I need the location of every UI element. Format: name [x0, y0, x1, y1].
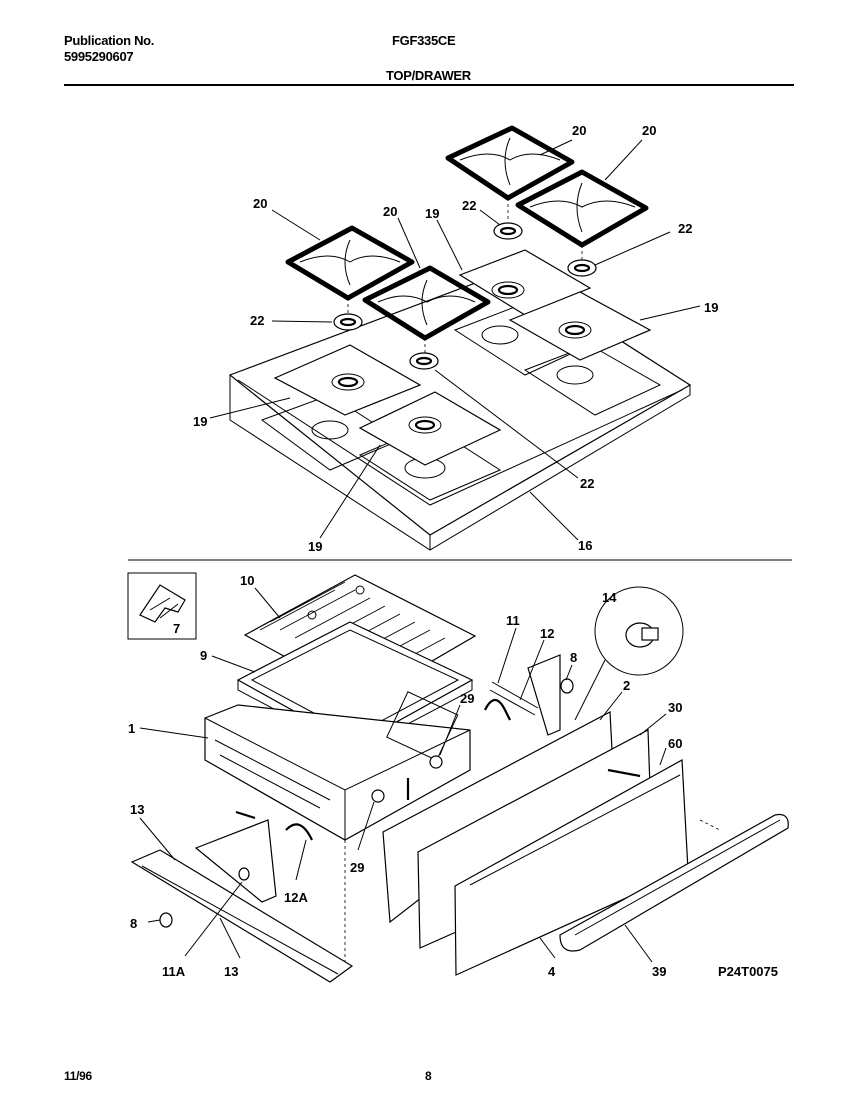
inset-box-7 [127, 572, 197, 640]
grate-20-left [285, 225, 415, 318]
callout-20: 20 [572, 123, 586, 138]
roller-11a [238, 867, 250, 881]
section-title: TOP/DRAWER [386, 68, 471, 83]
grate-20-rear-right [515, 169, 649, 260]
grate-20-front [362, 265, 491, 355]
callout-2: 2 [623, 678, 630, 693]
nut-29-a [429, 755, 443, 769]
callout-22: 22 [678, 221, 692, 236]
drawer-assembly [127, 572, 789, 983]
publication-number: 5995290607 [64, 49, 134, 64]
callout-19: 19 [308, 539, 322, 554]
callout-22: 22 [462, 198, 476, 213]
cap-22-c [493, 222, 523, 240]
callout-11a: 11A [162, 964, 186, 979]
callout-20: 20 [383, 204, 397, 219]
figure-code: P24T0075 [718, 964, 778, 979]
callout-12a: 12A [284, 890, 308, 905]
callout-19: 19 [704, 300, 718, 315]
knob-detail-14 [594, 586, 684, 676]
cap-22-d [567, 259, 597, 277]
callout-29: 29 [350, 860, 364, 875]
callout-9: 9 [200, 648, 207, 663]
drawer-body-1 [204, 704, 471, 841]
nut-8-a [560, 678, 574, 694]
nut-8-b [159, 912, 173, 928]
callout-13: 13 [130, 802, 144, 817]
callout-13: 13 [224, 964, 238, 979]
callout-1: 1 [128, 721, 135, 736]
burner-pan-19-left [273, 344, 422, 416]
callout-20: 20 [642, 123, 656, 138]
callout-14: 14 [602, 590, 617, 605]
callout-16: 16 [578, 538, 592, 553]
nut-29-b [371, 789, 385, 803]
callout-10: 10 [240, 573, 254, 588]
header-rule [64, 84, 794, 86]
bracket-right [527, 654, 561, 736]
handle-39 [559, 813, 789, 952]
publication-label: Publication No. [64, 33, 155, 48]
rail-13 [130, 849, 354, 983]
callout-11: 11 [506, 613, 520, 628]
callout-12: 12 [540, 626, 554, 641]
callout-60: 60 [668, 736, 682, 751]
callout-8: 8 [570, 650, 577, 665]
footer-date: 11/96 [64, 1069, 92, 1083]
cap-22-a [333, 313, 363, 331]
callout-22: 22 [580, 476, 594, 491]
callout-4: 4 [548, 964, 556, 979]
callout-8: 8 [130, 916, 137, 931]
model-number: FGF335CE [392, 33, 456, 48]
screw-11 [489, 681, 539, 716]
clip-12a [285, 823, 313, 841]
callout-7: 7 [173, 621, 180, 636]
callout-19: 19 [193, 414, 207, 429]
burner-pan-19-rear [458, 249, 592, 316]
cooktop-assembly [209, 125, 701, 551]
callout-29: 29 [460, 691, 474, 706]
callout-39: 39 [652, 964, 666, 979]
cap-22-b [409, 352, 439, 370]
clip-12 [484, 698, 511, 721]
grate-20-rear-left [445, 125, 575, 220]
callout-30: 30 [668, 700, 682, 715]
callout-19: 19 [425, 206, 439, 221]
callout-20: 20 [253, 196, 267, 211]
footer-page: 8 [425, 1069, 432, 1083]
callout-22: 22 [250, 313, 264, 328]
